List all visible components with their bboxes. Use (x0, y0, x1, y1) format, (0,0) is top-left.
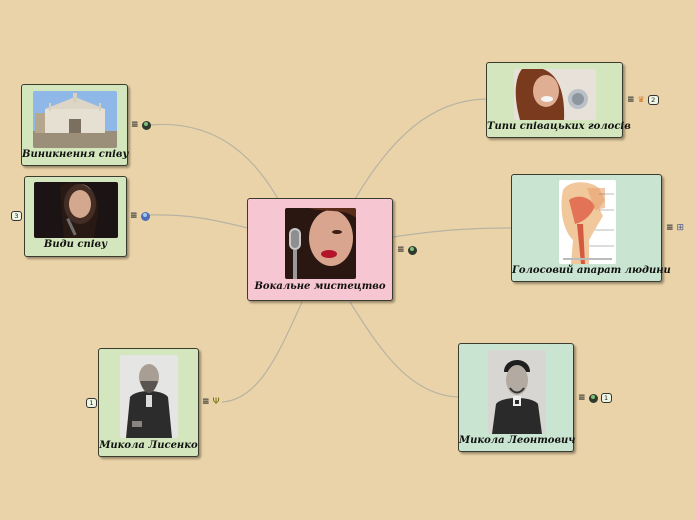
notes-icon[interactable]: ≡ (397, 244, 405, 255)
topic-kinds-title: Види співу (43, 239, 108, 250)
topic-leontovych-title: Микола Леонтович (459, 435, 576, 446)
leontovych-portrait-image (488, 350, 546, 434)
topic-apparatus[interactable]: Голосовий апарат людини (511, 174, 671, 282)
grid-icon: ⊞ (676, 222, 685, 233)
topic-leontovych-markers: ≡ 1 (578, 392, 612, 404)
topic-leontovych[interactable]: Микола Леонтович (458, 343, 576, 452)
topic-origin[interactable]: Виникнення співу (21, 84, 128, 166)
notes-icon[interactable]: ≡ (627, 94, 635, 105)
topic-lysenko-title: Микола Лисенко (99, 440, 198, 451)
notes-icon[interactable]: ≡ (130, 210, 138, 221)
crown-icon: ♛ (637, 95, 645, 104)
topic-origin-markers: ≡ (131, 119, 151, 131)
topic-lysenko-markers: ≡ Ψ (202, 396, 220, 408)
notes-icon[interactable]: ≡ (666, 222, 674, 233)
link-kinds (147, 214, 249, 229)
notes-icon[interactable]: ≡ (202, 396, 210, 407)
globe-icon (140, 211, 150, 221)
singer-girl-image (34, 182, 118, 238)
trident-icon: Ψ (212, 396, 220, 407)
link-leontovych (349, 301, 459, 398)
children-count-badge[interactable]: 1 (86, 398, 97, 408)
topic-apparatus-markers: ≡ ⊞ (666, 222, 684, 234)
topic-apparatus-title: Голосовий апарат людини (512, 265, 671, 276)
link-voices (354, 98, 487, 200)
link-lysenko (221, 301, 303, 403)
singer-microphone-image (285, 208, 356, 279)
vocal-apparatus-diagram-image (559, 180, 616, 264)
central-topic[interactable]: Вокальне мистецтво (247, 198, 393, 301)
link-apparatus (392, 227, 512, 238)
globe-icon (588, 393, 598, 403)
children-count-badge[interactable]: 1 (600, 393, 612, 403)
topic-voices[interactable]: Типи співацьких голосів (486, 62, 631, 138)
laughing-woman-image (514, 69, 596, 120)
globe-icon (141, 120, 151, 130)
topic-lysenko-count: 1 (86, 397, 97, 409)
children-count-badge[interactable]: 2 (647, 95, 659, 105)
topic-lysenko[interactable]: Микола Лисенко (98, 348, 199, 457)
topic-kinds[interactable]: Види співу (24, 176, 127, 257)
topic-voices-markers: ≡ ♛ 2 (627, 94, 659, 106)
children-count-badge[interactable]: 3 (11, 211, 22, 221)
globe-icon (407, 245, 417, 255)
central-topic-title: Вокальне мистецтво (254, 281, 386, 292)
topic-kinds-markers: ≡ (130, 210, 150, 222)
topic-voices-title: Типи співацьких голосів (487, 121, 631, 132)
topic-origin-title: Виникнення співу (22, 149, 129, 160)
cathedral-image (33, 91, 117, 148)
central-topic-markers: ≡ (397, 244, 417, 256)
lysenko-portrait-image (120, 355, 178, 438)
notes-icon[interactable]: ≡ (131, 119, 139, 130)
link-origin (149, 123, 279, 200)
notes-icon[interactable]: ≡ (578, 392, 586, 403)
topic-kinds-count: 3 (11, 210, 22, 222)
